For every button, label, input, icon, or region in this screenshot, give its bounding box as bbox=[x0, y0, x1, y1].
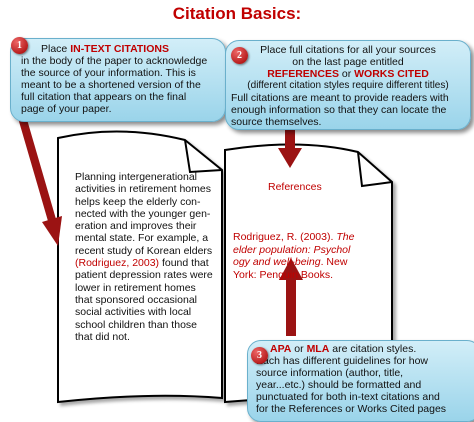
in-text-citation: (Rodriguez, 2003) bbox=[75, 257, 160, 270]
arrow-3-icon bbox=[279, 258, 303, 336]
left-page-body: Planning intergenerational activities in… bbox=[75, 171, 221, 343]
body-line: patient depression rates were bbox=[75, 269, 213, 282]
callout2-line: (different citation styles require diffe… bbox=[247, 80, 449, 91]
callout3-line: source information (author, title, bbox=[256, 367, 404, 379]
reference-entry: Rodriguez, R. (2003). The elder populati… bbox=[233, 231, 383, 281]
works-cited-keyword: WORKS CITED bbox=[354, 68, 429, 80]
callout2-or: or bbox=[338, 68, 355, 80]
callout-full-citations: Place full citations for all your source… bbox=[225, 40, 471, 130]
callout-in-text-citations: Place IN-TEXT CITATIONS in the body of t… bbox=[10, 38, 226, 122]
step-2-badge: 2 bbox=[231, 47, 248, 64]
body-line: that sponsored occasional bbox=[75, 293, 197, 306]
reference-fragment: . New bbox=[320, 256, 348, 268]
reference-publisher: York: Penguin Books. bbox=[233, 268, 334, 281]
callout2-line: Place full citations for all your source… bbox=[260, 44, 436, 56]
callout1-line: in the body of the paper to acknowledge bbox=[21, 55, 208, 67]
page-title: Citation Basics: bbox=[172, 4, 302, 23]
body-line: recent study of Korean elders bbox=[75, 244, 213, 257]
left-page bbox=[57, 130, 223, 404]
body-line: helps keep the elderly con- bbox=[75, 195, 201, 208]
callout3-line: for the References or Works Cited pages bbox=[256, 403, 447, 415]
reference-title: ogy and well-being bbox=[233, 256, 321, 268]
callout2-line: Full citations are meant to provide read… bbox=[231, 92, 449, 104]
arrow-1-icon bbox=[18, 116, 62, 246]
callout1-intro: Place bbox=[41, 43, 71, 55]
body-line: that did not. bbox=[75, 330, 130, 343]
body-line: school children than those bbox=[75, 318, 197, 331]
references-keyword: REFERENCES bbox=[267, 68, 339, 80]
callout1-line: meant to be a shortened version of the bbox=[21, 79, 201, 91]
callout3-line: Each has different guidelines for how bbox=[256, 355, 428, 367]
apa-keyword: APA bbox=[270, 343, 292, 355]
left-page-fold bbox=[184, 139, 223, 174]
reference-title: elder population: Psychol bbox=[233, 243, 351, 256]
arrow-2-icon bbox=[278, 126, 302, 168]
body-line: lower in retirement homes bbox=[75, 281, 196, 294]
reference-title: The bbox=[336, 231, 355, 243]
callout3-line: year...etc.) should be formatted and bbox=[256, 379, 422, 391]
callout3-line: punctuated for both in-text citations an… bbox=[256, 391, 440, 403]
body-line: social activities with local bbox=[75, 306, 192, 319]
callout1-line: page of your paper. bbox=[21, 103, 112, 115]
references-heading: References bbox=[268, 181, 322, 193]
body-line: activities in retirement homes bbox=[75, 183, 211, 196]
body-line: nected with the younger gen- bbox=[75, 207, 211, 220]
body-line: eration and improves their bbox=[75, 220, 197, 233]
callout2-line: on the last page entitled bbox=[292, 56, 404, 68]
right-page-fold bbox=[357, 151, 393, 188]
callout1-line: the source of your information. This is bbox=[21, 67, 196, 79]
body-line: Planning intergenerational bbox=[75, 171, 198, 183]
step-1-badge: 1 bbox=[11, 37, 28, 54]
callout3-or: or bbox=[291, 343, 307, 355]
callout-citation-styles: APA or MLA are citation styles. Each has… bbox=[247, 340, 474, 422]
mla-keyword: MLA bbox=[306, 343, 330, 355]
callout3-line: are citation styles. bbox=[329, 343, 417, 355]
callout1-keyword: IN-TEXT CITATIONS bbox=[70, 43, 169, 55]
callout2-line: source themselves. bbox=[231, 116, 322, 128]
callout1-line: full citation that appears on the final bbox=[21, 91, 187, 103]
callout2-line: enough information so that they can loca… bbox=[231, 104, 447, 116]
reference-author: Rodriguez, R. (2003). bbox=[233, 231, 337, 243]
body-line: mental state. For example, a bbox=[75, 232, 209, 245]
step-3-badge: 3 bbox=[251, 347, 268, 364]
body-fragment: found that bbox=[159, 257, 209, 270]
